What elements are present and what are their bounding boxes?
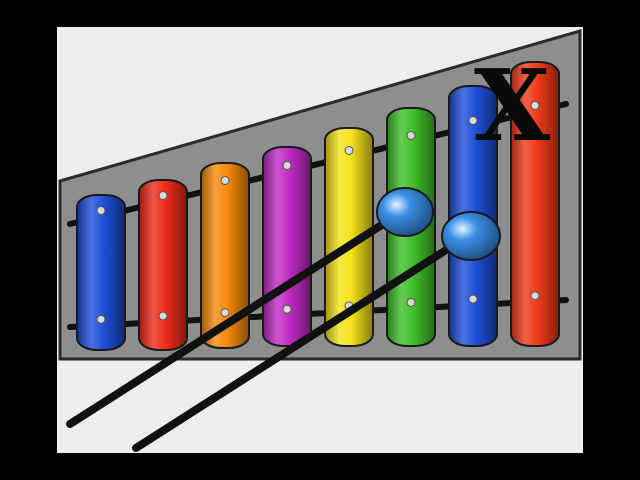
bar-peg-top <box>220 176 230 185</box>
mallet-stick-left <box>66 208 406 428</box>
mallet-stick-right <box>132 232 472 452</box>
bar-peg-top <box>468 116 478 125</box>
bar-peg-bottom <box>406 297 416 307</box>
bar-peg-bottom <box>96 314 106 324</box>
bar-peg-top <box>406 131 416 140</box>
bar-peg-bottom <box>468 294 478 304</box>
bar-peg-bottom <box>158 311 168 321</box>
bar-peg-top <box>96 206 106 215</box>
xylophone-bar-red <box>510 61 560 347</box>
mallet-head-right <box>441 211 501 261</box>
letter-label: X <box>474 49 550 164</box>
bar-peg-bottom <box>282 304 292 314</box>
xylophone-bar-blue <box>76 194 126 351</box>
xylophone-bars <box>76 61 560 351</box>
bar-peg-top <box>530 101 540 110</box>
xylophone-bar-yellow <box>324 127 374 347</box>
bar-peg-top <box>282 161 292 170</box>
mallets <box>66 187 501 452</box>
xylophone-bar-red <box>138 179 188 351</box>
bar-peg-top <box>158 191 168 200</box>
bar-peg-bottom <box>530 291 540 301</box>
mallet-head-left <box>376 187 434 237</box>
bar-peg-bottom <box>220 308 230 318</box>
xylophone-bar-orange <box>200 162 250 349</box>
bar-peg-top <box>344 146 354 155</box>
xylophone-bar-magenta <box>262 146 312 347</box>
